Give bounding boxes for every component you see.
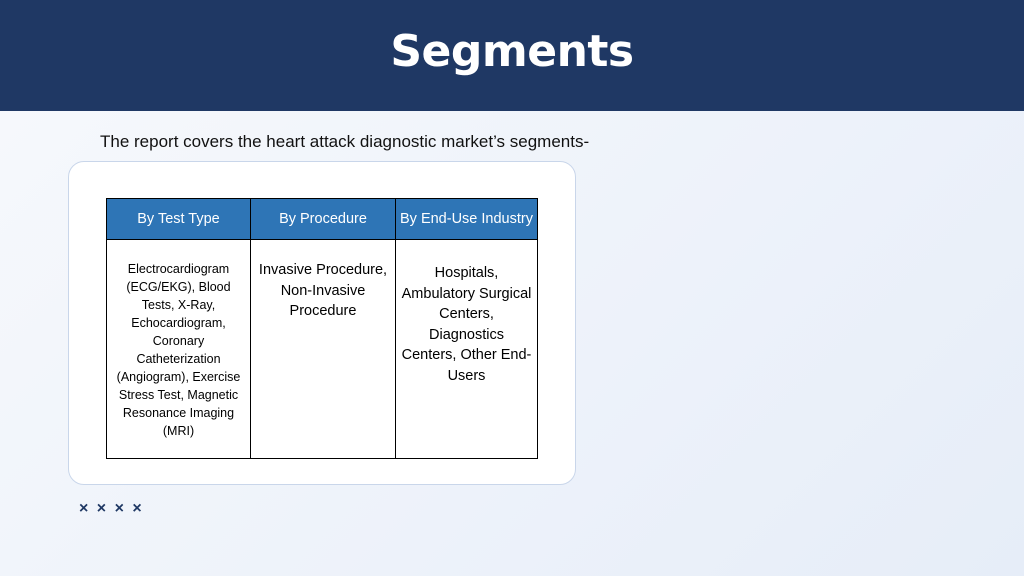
header-procedure: By Procedure xyxy=(250,198,396,240)
header-test-type: By Test Type xyxy=(106,198,251,240)
table-row: Electrocardiogram (ECG/EKG), Blood Tests… xyxy=(106,239,538,459)
cell-test-types: Electrocardiogram (ECG/EKG), Blood Tests… xyxy=(106,239,251,459)
title-banner xyxy=(0,0,1024,111)
cell-procedures: Invasive Procedure, Non-Invasive Procedu… xyxy=(250,239,396,459)
intro-text: The report covers the heart attack diagn… xyxy=(100,132,590,151)
decorative-x-marks: × × × × xyxy=(79,500,144,517)
table-header-row: By Test Type By Procedure By End-Use Ind… xyxy=(106,198,538,240)
header-end-use-industry: By End-Use Industry xyxy=(395,198,538,240)
cell-end-use-industries: Hospitals, Ambulatory Surgical Centers, … xyxy=(395,239,538,459)
segments-table: By Test Type By Procedure By End-Use Ind… xyxy=(106,198,538,459)
slide-title: Segments xyxy=(390,26,634,77)
